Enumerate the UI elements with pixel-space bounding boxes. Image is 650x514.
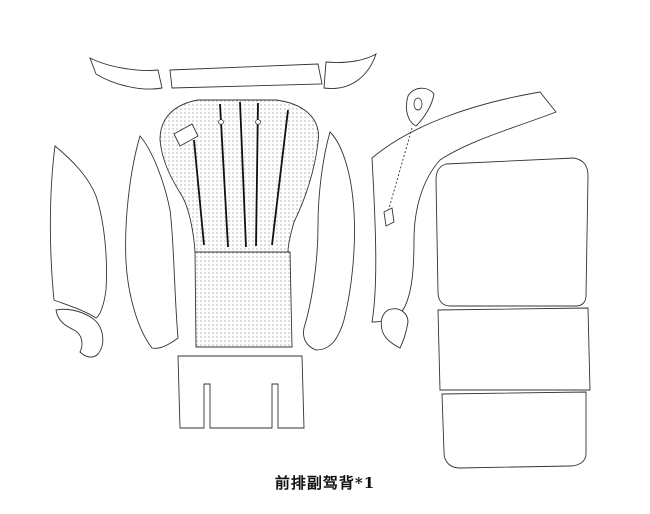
- right-bottom-panel: [441, 391, 587, 469]
- right-seat-back-panel: [435, 157, 589, 307]
- pattern-caption: 前排副驾背*1: [274, 474, 376, 492]
- right-middle-panel: [437, 307, 591, 391]
- bottom-left-notched-panel: [177, 355, 305, 429]
- backrest-tab: [173, 123, 199, 147]
- right-inner-side-panel: [303, 131, 355, 351]
- central-lower-dotted-panel: [194, 251, 293, 348]
- seam-line-3: [239, 101, 247, 248]
- seam-line-5: [271, 109, 289, 246]
- right-hook-piece: [380, 308, 409, 349]
- tab-hole: [413, 97, 423, 111]
- small-marker-piece: [383, 207, 395, 227]
- central-backrest-panel: [159, 99, 319, 253]
- dashed-guide-line: [387, 127, 413, 213]
- top-left-wing-piece: [89, 57, 163, 90]
- far-left-side-panel: [49, 145, 107, 319]
- seam-line-2: [219, 103, 229, 248]
- hole-marker: [255, 119, 261, 125]
- seam-line-1: [193, 139, 205, 246]
- seam-line-4: [255, 102, 259, 247]
- top-center-strip-piece: [169, 63, 323, 89]
- right-long-curved-panel: [371, 91, 557, 323]
- left-hook-piece: [55, 308, 104, 358]
- top-right-wing-piece: [323, 52, 377, 89]
- hole-marker: [218, 119, 224, 125]
- left-inner-side-panel: [125, 135, 179, 349]
